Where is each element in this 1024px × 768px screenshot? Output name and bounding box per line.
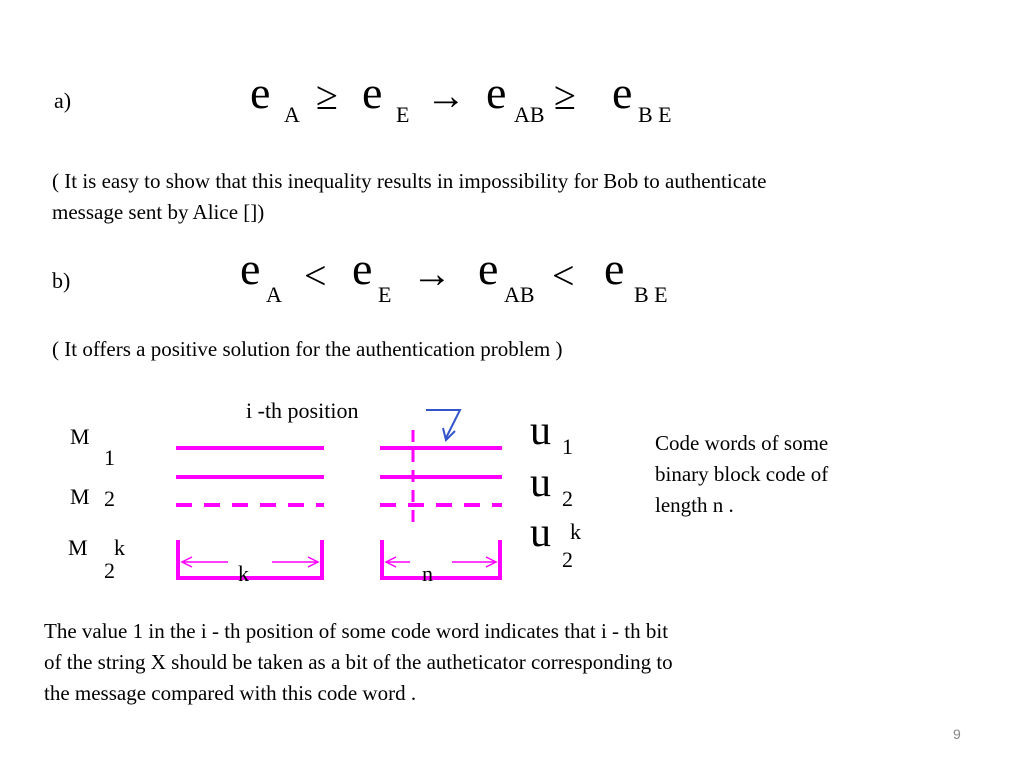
m-row-3-sub: 2 [104, 558, 115, 583]
page-number: 9 [953, 726, 961, 742]
position-label: i -th position [246, 398, 359, 423]
u-row-1-sub: 1 [562, 434, 573, 459]
u-row-2-label: u [530, 460, 551, 506]
k-right-arrow-head [307, 556, 320, 568]
note-b: ( It offers a positive solution for the … [52, 337, 563, 361]
code-words-note: Code words of some binary block code of … [655, 431, 829, 517]
formula-b-term-3-base: e [478, 243, 499, 294]
formula-b-label: b) [52, 268, 71, 293]
formula-a-term-3-sub: AB [514, 102, 545, 127]
formula-b-op-2: → [412, 251, 452, 296]
formula-a-label: a) [54, 88, 72, 113]
formula-a-op-1: ≥ [316, 73, 338, 118]
formula-a-term-3-base: e [486, 67, 507, 118]
formula-a-term-1-sub: A [284, 102, 300, 127]
m-row-2-label: M [70, 484, 90, 509]
m-row-1-label: M [70, 424, 90, 449]
code-word-lines [176, 430, 502, 580]
formula-a-term-1-base: e [250, 67, 271, 118]
m-row-2-sub: 2 [104, 486, 115, 511]
m-row-1-sub: 1 [104, 445, 115, 470]
pointer-arrow [426, 409, 462, 442]
formula-b-term-4-base: e [604, 243, 625, 294]
u-row-3-sup: k [570, 519, 581, 544]
note-a: ( It is easy to show that this inequalit… [52, 169, 767, 224]
n-right-arrow-head [485, 556, 498, 568]
u-row-3-label: u [530, 510, 551, 556]
dimension-arrows [180, 556, 498, 568]
explanation-paragraph: The value 1 in the i - th position of so… [44, 619, 673, 705]
u-row-3-sub: 2 [562, 547, 573, 572]
bracket-k [176, 540, 324, 580]
k-left-arrow-head [180, 556, 193, 568]
formula-b-term-4-sub: B E [634, 282, 668, 307]
pointer-arrow-head [442, 427, 456, 442]
formula-b-term-1-sub: A [266, 282, 282, 307]
formula-b-term-2-base: e [352, 243, 373, 294]
n-bracket-label: n [422, 561, 433, 586]
m-row-3-label: M [68, 535, 88, 560]
formula-b-term-1-base: e [240, 243, 261, 294]
formula-b-term-3-sub: AB [504, 282, 535, 307]
k-bracket-label: k [238, 561, 249, 586]
formula-a-term-4-base: e [612, 67, 633, 118]
formula-b-op-3: < [552, 253, 575, 298]
formula-b-op-1: < [304, 253, 327, 298]
n-left-arrow-head [384, 556, 397, 568]
formula-a-op-2: → [426, 73, 466, 118]
m-row-3-sup: k [114, 535, 125, 560]
formula-a-op-3: ≥ [554, 73, 576, 118]
u-row-2-sub: 2 [562, 486, 573, 511]
bracket-n [380, 540, 502, 580]
formula-a-term-2-base: e [362, 67, 383, 118]
pointer-arrow-line [426, 409, 462, 439]
formula-a-term-4-sub: B E [638, 102, 672, 127]
formula-a-term-2-sub: E [396, 102, 410, 127]
formula-b-term-2-sub: E [378, 282, 392, 307]
u-row-1-label: u [530, 408, 551, 454]
